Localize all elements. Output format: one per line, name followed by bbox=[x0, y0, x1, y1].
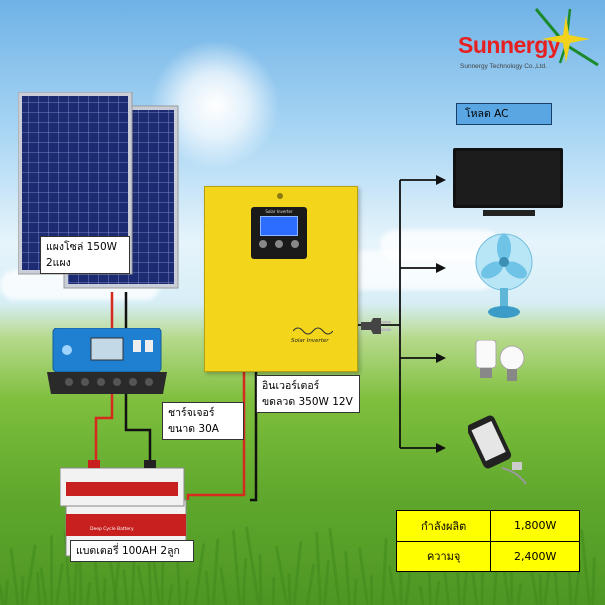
tv-icon bbox=[453, 148, 563, 216]
table-row: ความจุ 2,400W bbox=[395, 540, 580, 572]
controller-label-line2: ขนาด 30A bbox=[168, 423, 219, 435]
inverter-label: อินเวอร์เตอร์ ขดลวด 350W 12V bbox=[256, 375, 360, 413]
inverter-icon: Solar Inverter Solar Inverter bbox=[204, 186, 358, 372]
inverter-display-panel: Solar Inverter bbox=[251, 207, 307, 259]
inverter-lcd bbox=[260, 216, 298, 236]
spec-value-production: 1,800W bbox=[490, 510, 580, 542]
plug-icon bbox=[361, 318, 391, 334]
sine-wave-icon bbox=[293, 327, 333, 335]
controller-label: ชาร์จเจอร์ ขนาด 30A bbox=[162, 402, 244, 440]
sparkle-star-icon bbox=[534, 8, 599, 67]
inverter-button bbox=[259, 240, 267, 248]
inverter-label-line1: อินเวอร์เตอร์ bbox=[262, 380, 320, 392]
inverter-label-line2: ขดลวด 350W 12V bbox=[262, 396, 353, 408]
spec-value-capacity: 2,400W bbox=[490, 540, 580, 572]
panels-label-line1: แผงโซล่ 150W bbox=[46, 241, 118, 253]
spec-name-capacity: ความจุ bbox=[395, 540, 492, 572]
red-wires bbox=[94, 292, 246, 500]
arrow-heads bbox=[436, 175, 446, 453]
panels-label-line2: 2แผง bbox=[46, 257, 71, 269]
table-row: กำลังผลิต 1,800W bbox=[395, 510, 580, 542]
inverter-device-text: Solar Inverter bbox=[291, 338, 329, 344]
ac-load-title: โหลด AC bbox=[456, 103, 552, 125]
battery-label: แบตเตอรี่ 100AH 2ลูก bbox=[70, 540, 194, 562]
panels-label: แผงโซล่ 150W 2แผง bbox=[40, 236, 130, 274]
fan-icon bbox=[475, 233, 533, 318]
grass-blade bbox=[370, 575, 373, 605]
spec-name-production: กำลังผลิต bbox=[395, 510, 492, 542]
light-bulb-icon bbox=[475, 340, 525, 381]
load-distribution-lines bbox=[357, 179, 438, 449]
battery-label-text: แบตเตอรี่ 100AH 2ลูก bbox=[76, 545, 180, 557]
inverter-screw bbox=[277, 193, 283, 199]
smartphone-icon bbox=[468, 415, 527, 485]
grass-blade bbox=[50, 535, 53, 605]
battery-device-text: Deep Cycle Battery bbox=[90, 527, 134, 532]
brand-tagline: Sunnergy Technology Co.,Ltd. bbox=[460, 63, 547, 70]
grass-blade bbox=[510, 555, 513, 605]
spec-table: กำลังผลิต 1,800W ความจุ 2,400W bbox=[395, 510, 580, 572]
charge-controller-icon bbox=[47, 328, 167, 394]
inverter-screen-title: Solar Inverter bbox=[265, 209, 293, 214]
brand-name: Sunnergy bbox=[458, 32, 561, 58]
inverter-button bbox=[275, 240, 283, 248]
inverter-buttons bbox=[259, 240, 299, 248]
inverter-button bbox=[291, 240, 299, 248]
controller-label-line1: ชาร์จเจอร์ bbox=[168, 407, 215, 419]
